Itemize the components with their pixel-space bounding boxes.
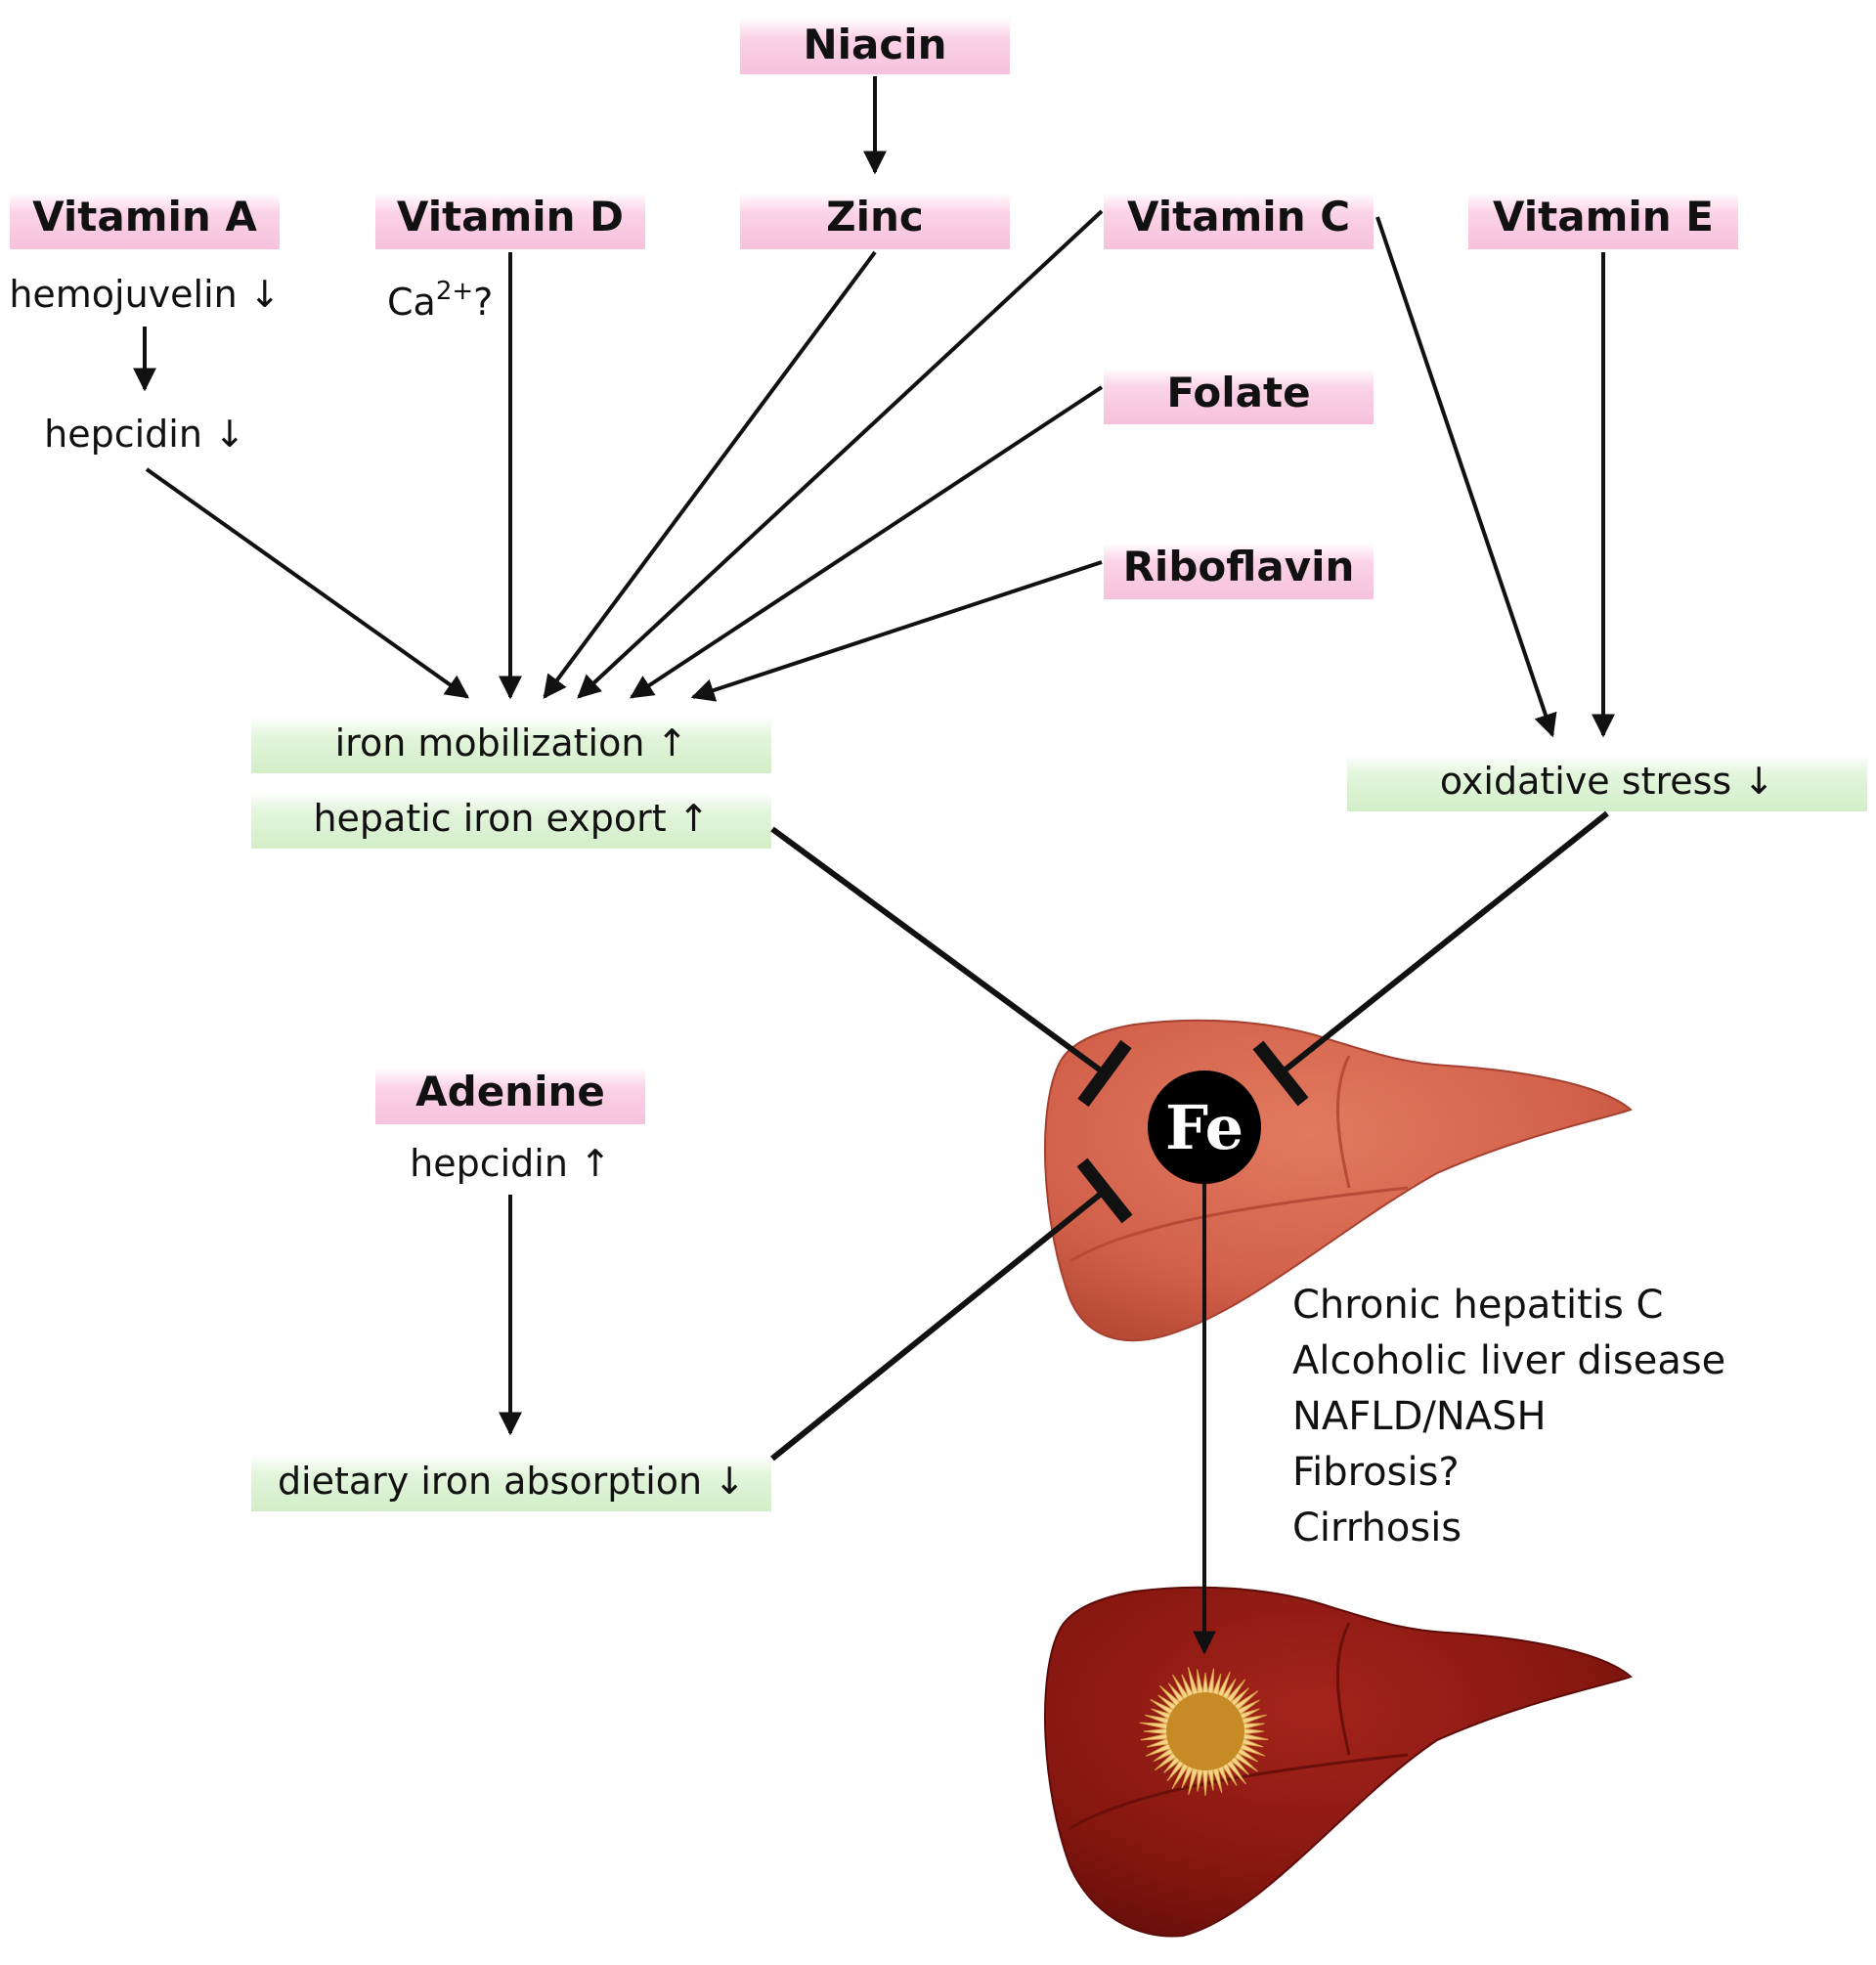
disease-item: Alcoholic liver disease xyxy=(1292,1338,1725,1383)
inhibition-bar-iron-export xyxy=(1077,1039,1132,1108)
vitamin-e-node: Vitamin E xyxy=(1468,193,1738,249)
folate-label: Folate xyxy=(1166,369,1310,416)
iron-mobilization-node: iron mobilization ↑ xyxy=(251,717,771,773)
hepatic-iron-export-label: hepatic iron export ↑ xyxy=(313,797,709,840)
oxidative-stress-label: oxidative stress ↓ xyxy=(1440,760,1774,803)
edge-hepcidin-to-iron-mobilization xyxy=(145,467,469,699)
hepatic-iron-export-node: hepatic iron export ↑ xyxy=(251,792,771,849)
disease-list: Chronic hepatitis C Alcoholic liver dise… xyxy=(1292,1283,1725,1550)
vitamin-d-label: Vitamin D xyxy=(397,193,624,240)
disease-item: Fibrosis? xyxy=(1292,1450,1460,1495)
disease-item: NAFLD/NASH xyxy=(1292,1394,1547,1439)
zinc-label: Zinc xyxy=(826,193,924,240)
vitamin-d-node: Vitamin D xyxy=(375,193,645,249)
vitamin-a-label: Vitamin A xyxy=(32,193,257,240)
hepcidin-down-note: hepcidin ↓ xyxy=(44,413,245,456)
riboflavin-label: Riboflavin xyxy=(1123,543,1355,590)
edge-folate-to-iron-mobilization xyxy=(629,385,1104,699)
calcium-note: Ca2+? xyxy=(387,277,493,324)
iron-fe-node: Fe xyxy=(1148,1070,1261,1184)
hemojuvelin-note: hemojuvelin ↓ xyxy=(9,273,280,316)
tumor-icon xyxy=(1139,1667,1269,1797)
edge-riboflavin-to-iron-mobilization xyxy=(690,560,1103,702)
zinc-node: Zinc xyxy=(740,193,1010,249)
niacin-label: Niacin xyxy=(803,21,946,68)
edge-iron-export-inhibits-fe xyxy=(770,826,1107,1076)
calcium-question: ? xyxy=(473,281,493,324)
dietary-iron-absorption-node: dietary iron absorption ↓ xyxy=(251,1455,771,1511)
dietary-iron-absorption-label: dietary iron absorption ↓ xyxy=(278,1460,745,1503)
edge-oxidative-stress-inhibits-fe xyxy=(1279,810,1609,1076)
edge-vitamin-c-to-iron-mobilization xyxy=(577,209,1104,699)
calcium-charge: 2+ xyxy=(436,277,473,306)
edge-absorption-inhibits-fe xyxy=(770,1188,1107,1462)
adenine-label: Adenine xyxy=(415,1068,605,1115)
diseased-liver-illustration xyxy=(1044,1586,1633,1938)
inhibition-bar-oxidative-stress xyxy=(1252,1040,1309,1107)
edge-zinc-to-iron-mobilization xyxy=(543,250,877,699)
hepcidin-up-note: hepcidin ↑ xyxy=(410,1142,611,1185)
oxidative-stress-node: oxidative stress ↓ xyxy=(1347,755,1867,811)
folate-node: Folate xyxy=(1104,368,1374,424)
disease-item: Chronic hepatitis C xyxy=(1292,1283,1663,1328)
vitamin-e-label: Vitamin E xyxy=(1493,193,1714,240)
fe-label: Fe xyxy=(1165,1092,1243,1163)
vitamin-c-node: Vitamin C xyxy=(1104,193,1374,249)
vitamin-c-label: Vitamin C xyxy=(1127,193,1350,240)
calcium-base: Ca xyxy=(387,281,436,324)
riboflavin-node: Riboflavin xyxy=(1104,543,1374,599)
edge-vitamin-c-to-oxidative-stress xyxy=(1375,216,1557,738)
vitamin-a-node: Vitamin A xyxy=(10,193,280,249)
inhibition-bar-absorption xyxy=(1076,1157,1133,1224)
iron-mobilization-label: iron mobilization ↑ xyxy=(335,721,688,764)
adenine-node: Adenine xyxy=(375,1068,645,1124)
niacin-node: Niacin xyxy=(740,18,1010,74)
disease-item: Cirrhosis xyxy=(1292,1506,1462,1550)
